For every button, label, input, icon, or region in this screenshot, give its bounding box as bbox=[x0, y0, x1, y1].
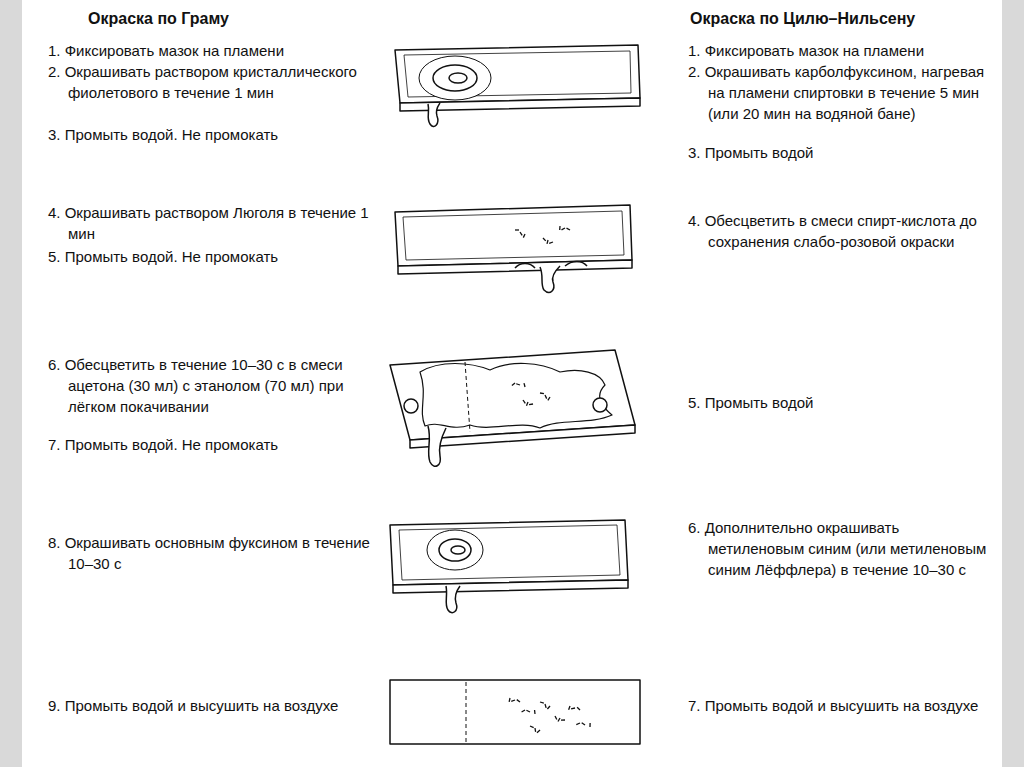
bacterium bbox=[547, 706, 550, 709]
bacterium bbox=[511, 700, 515, 701]
slide-crystal-violet bbox=[395, 45, 640, 126]
bacterium bbox=[529, 403, 533, 405]
step-text: 6. Обесцветить в течение 10–30 с в смеси… bbox=[48, 354, 373, 417]
step-text: 7. Промыть водой. Не промокать bbox=[48, 434, 373, 455]
bacterium bbox=[512, 383, 515, 386]
step-text: 4. Окрашивать раствором Люголя в течение… bbox=[48, 202, 373, 244]
step-text: 5. Промыть водой. Не промокать bbox=[48, 246, 373, 267]
bacterium bbox=[543, 238, 546, 241]
step-text: 2. Окрашивать карболфуксином, нагревая н… bbox=[688, 61, 988, 124]
step-text: 3. Промыть водой bbox=[688, 142, 988, 163]
bacteria-marks bbox=[509, 226, 590, 733]
step-text: 5. Промыть водой bbox=[688, 392, 988, 413]
bacterium bbox=[545, 395, 547, 399]
bacterium bbox=[523, 234, 525, 238]
step-text: 1. Фиксировать мазок на пламени bbox=[688, 40, 988, 61]
bacterium bbox=[577, 707, 580, 710]
step-text: 4. Обесцветить в смеси спирт-кислота до … bbox=[688, 210, 988, 252]
slide-lugol bbox=[395, 205, 632, 292]
step-text: 6. Дополнительно окрашивать метиленовым … bbox=[688, 517, 988, 580]
bacterium bbox=[576, 723, 580, 725]
side-band bbox=[0, 0, 22, 767]
bacterium bbox=[523, 400, 525, 403]
bacterium bbox=[561, 719, 565, 720]
slide-dried bbox=[390, 680, 640, 744]
side-band bbox=[1002, 0, 1024, 767]
bacterium bbox=[558, 718, 560, 721]
step-text: 7. Промыть водой и высушить на воздухе bbox=[688, 695, 988, 716]
bacterium bbox=[548, 397, 550, 400]
slide-decolorize bbox=[390, 350, 635, 466]
column-heading: Окраска по Цилю–Нильсену bbox=[690, 8, 990, 29]
bacterium bbox=[549, 242, 553, 243]
bacterium bbox=[534, 710, 536, 714]
bacterium bbox=[571, 707, 575, 709]
bacterium bbox=[559, 226, 561, 230]
bacterium bbox=[566, 228, 570, 230]
step-text: 8. Окрашивать основным фуксином в течени… bbox=[48, 532, 373, 574]
bacterium bbox=[546, 240, 548, 244]
bacterium bbox=[555, 716, 557, 720]
bacterium bbox=[534, 728, 536, 732]
bacterium bbox=[526, 710, 530, 712]
column-heading: Окраска по Граму bbox=[88, 8, 388, 29]
bacterium bbox=[589, 723, 590, 727]
step-text: 1. Фиксировать мазок на пламени bbox=[48, 40, 373, 61]
bacterium bbox=[523, 383, 525, 387]
bacterium bbox=[569, 706, 570, 710]
step-text: 3. Промыть водой. Не промокать bbox=[48, 124, 373, 145]
bacterium bbox=[540, 392, 544, 394]
bacterium bbox=[522, 710, 525, 712]
bacterium bbox=[515, 229, 519, 230]
bacterium bbox=[582, 723, 585, 725]
step-text: 2. Окрашивать раствором кристаллического… bbox=[48, 61, 373, 103]
bacterium bbox=[520, 232, 522, 235]
bacterium bbox=[517, 700, 520, 702]
bacterium bbox=[540, 702, 544, 703]
step-text: 9. Промыть водой и высушить на воздухе bbox=[48, 695, 373, 716]
bacterium bbox=[526, 402, 528, 406]
bacterium bbox=[561, 228, 565, 230]
bacterium bbox=[516, 384, 520, 385]
slide-fuchsin bbox=[390, 520, 628, 613]
bacterium bbox=[530, 726, 534, 728]
bacterium bbox=[509, 698, 511, 702]
bacterium bbox=[537, 730, 540, 733]
bacterium bbox=[545, 704, 546, 708]
